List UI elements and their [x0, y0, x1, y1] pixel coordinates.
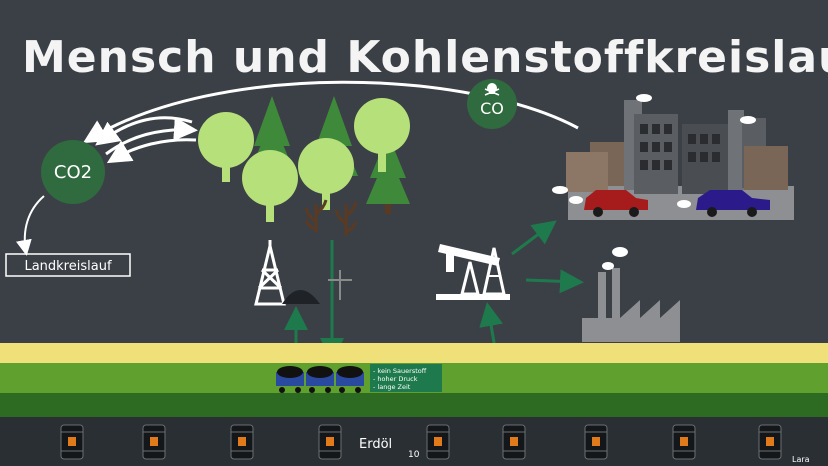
oil-barrel-icon	[142, 424, 166, 460]
oil-derrick-icon	[254, 240, 286, 306]
arrow-city-to-co2	[82, 80, 579, 144]
dead-plant-icon	[304, 199, 358, 236]
deciduous-tree	[298, 138, 354, 210]
condition-text: - lange Zeit	[373, 383, 411, 391]
arrow-co2-to-landkreislauf	[15, 195, 45, 256]
arrow-pump-to-city	[511, 220, 557, 256]
condition-text: - kein Sauerstoff	[373, 367, 427, 375]
soil-layer	[0, 393, 828, 417]
co-label: CO	[480, 99, 504, 118]
oil-barrel-icon	[230, 424, 254, 460]
co2-badge: CO2	[41, 140, 105, 204]
oil-barrel-icon	[758, 424, 782, 460]
oil-barrel-icon	[426, 424, 450, 460]
landkreislauf-label: Landkreislauf	[24, 259, 111, 274]
co-badge: CO	[467, 79, 517, 129]
oil-pump-icon	[436, 244, 510, 300]
arrow-forest-to-co2-b	[106, 138, 197, 164]
condition-text: - hoher Druck	[373, 375, 418, 383]
oil-barrels	[60, 424, 782, 460]
cross-icon	[328, 270, 352, 300]
skull-icon	[484, 83, 500, 96]
forest	[198, 96, 410, 236]
oil-barrel-icon	[584, 424, 608, 460]
coal-cart-icon	[306, 366, 334, 393]
cloud-icon	[552, 94, 756, 208]
deciduous-tree	[198, 112, 254, 182]
author-label: Lara	[792, 455, 810, 464]
erdoel-label: Erdöl	[359, 437, 392, 452]
coal-cart-icon	[276, 366, 304, 393]
deciduous-tree	[354, 98, 410, 172]
page-title: Mensch und Kohlenstoffkreislauf	[22, 32, 828, 83]
co2-label: CO2	[54, 162, 92, 183]
deciduous-tree	[242, 150, 298, 222]
factory-icon	[582, 247, 680, 342]
oil-barrel-icon	[60, 424, 84, 460]
oil-barrel-icon	[318, 424, 342, 460]
cloud-icon	[602, 247, 628, 270]
page-number: 10	[408, 450, 420, 460]
sand-layer	[0, 343, 828, 363]
arrow-co2-to-forest	[105, 116, 198, 156]
city	[552, 94, 794, 220]
arrow-pump-to-factory	[525, 269, 584, 294]
oil-barrel-icon	[502, 424, 526, 460]
oil-barrel-icon	[672, 424, 696, 460]
coal-heap	[282, 290, 320, 304]
car-blue	[696, 190, 770, 217]
car-red	[584, 190, 648, 217]
landkreislauf-box	[5, 253, 131, 277]
coal-cart-icon	[336, 366, 364, 393]
conditions-box	[370, 364, 442, 392]
